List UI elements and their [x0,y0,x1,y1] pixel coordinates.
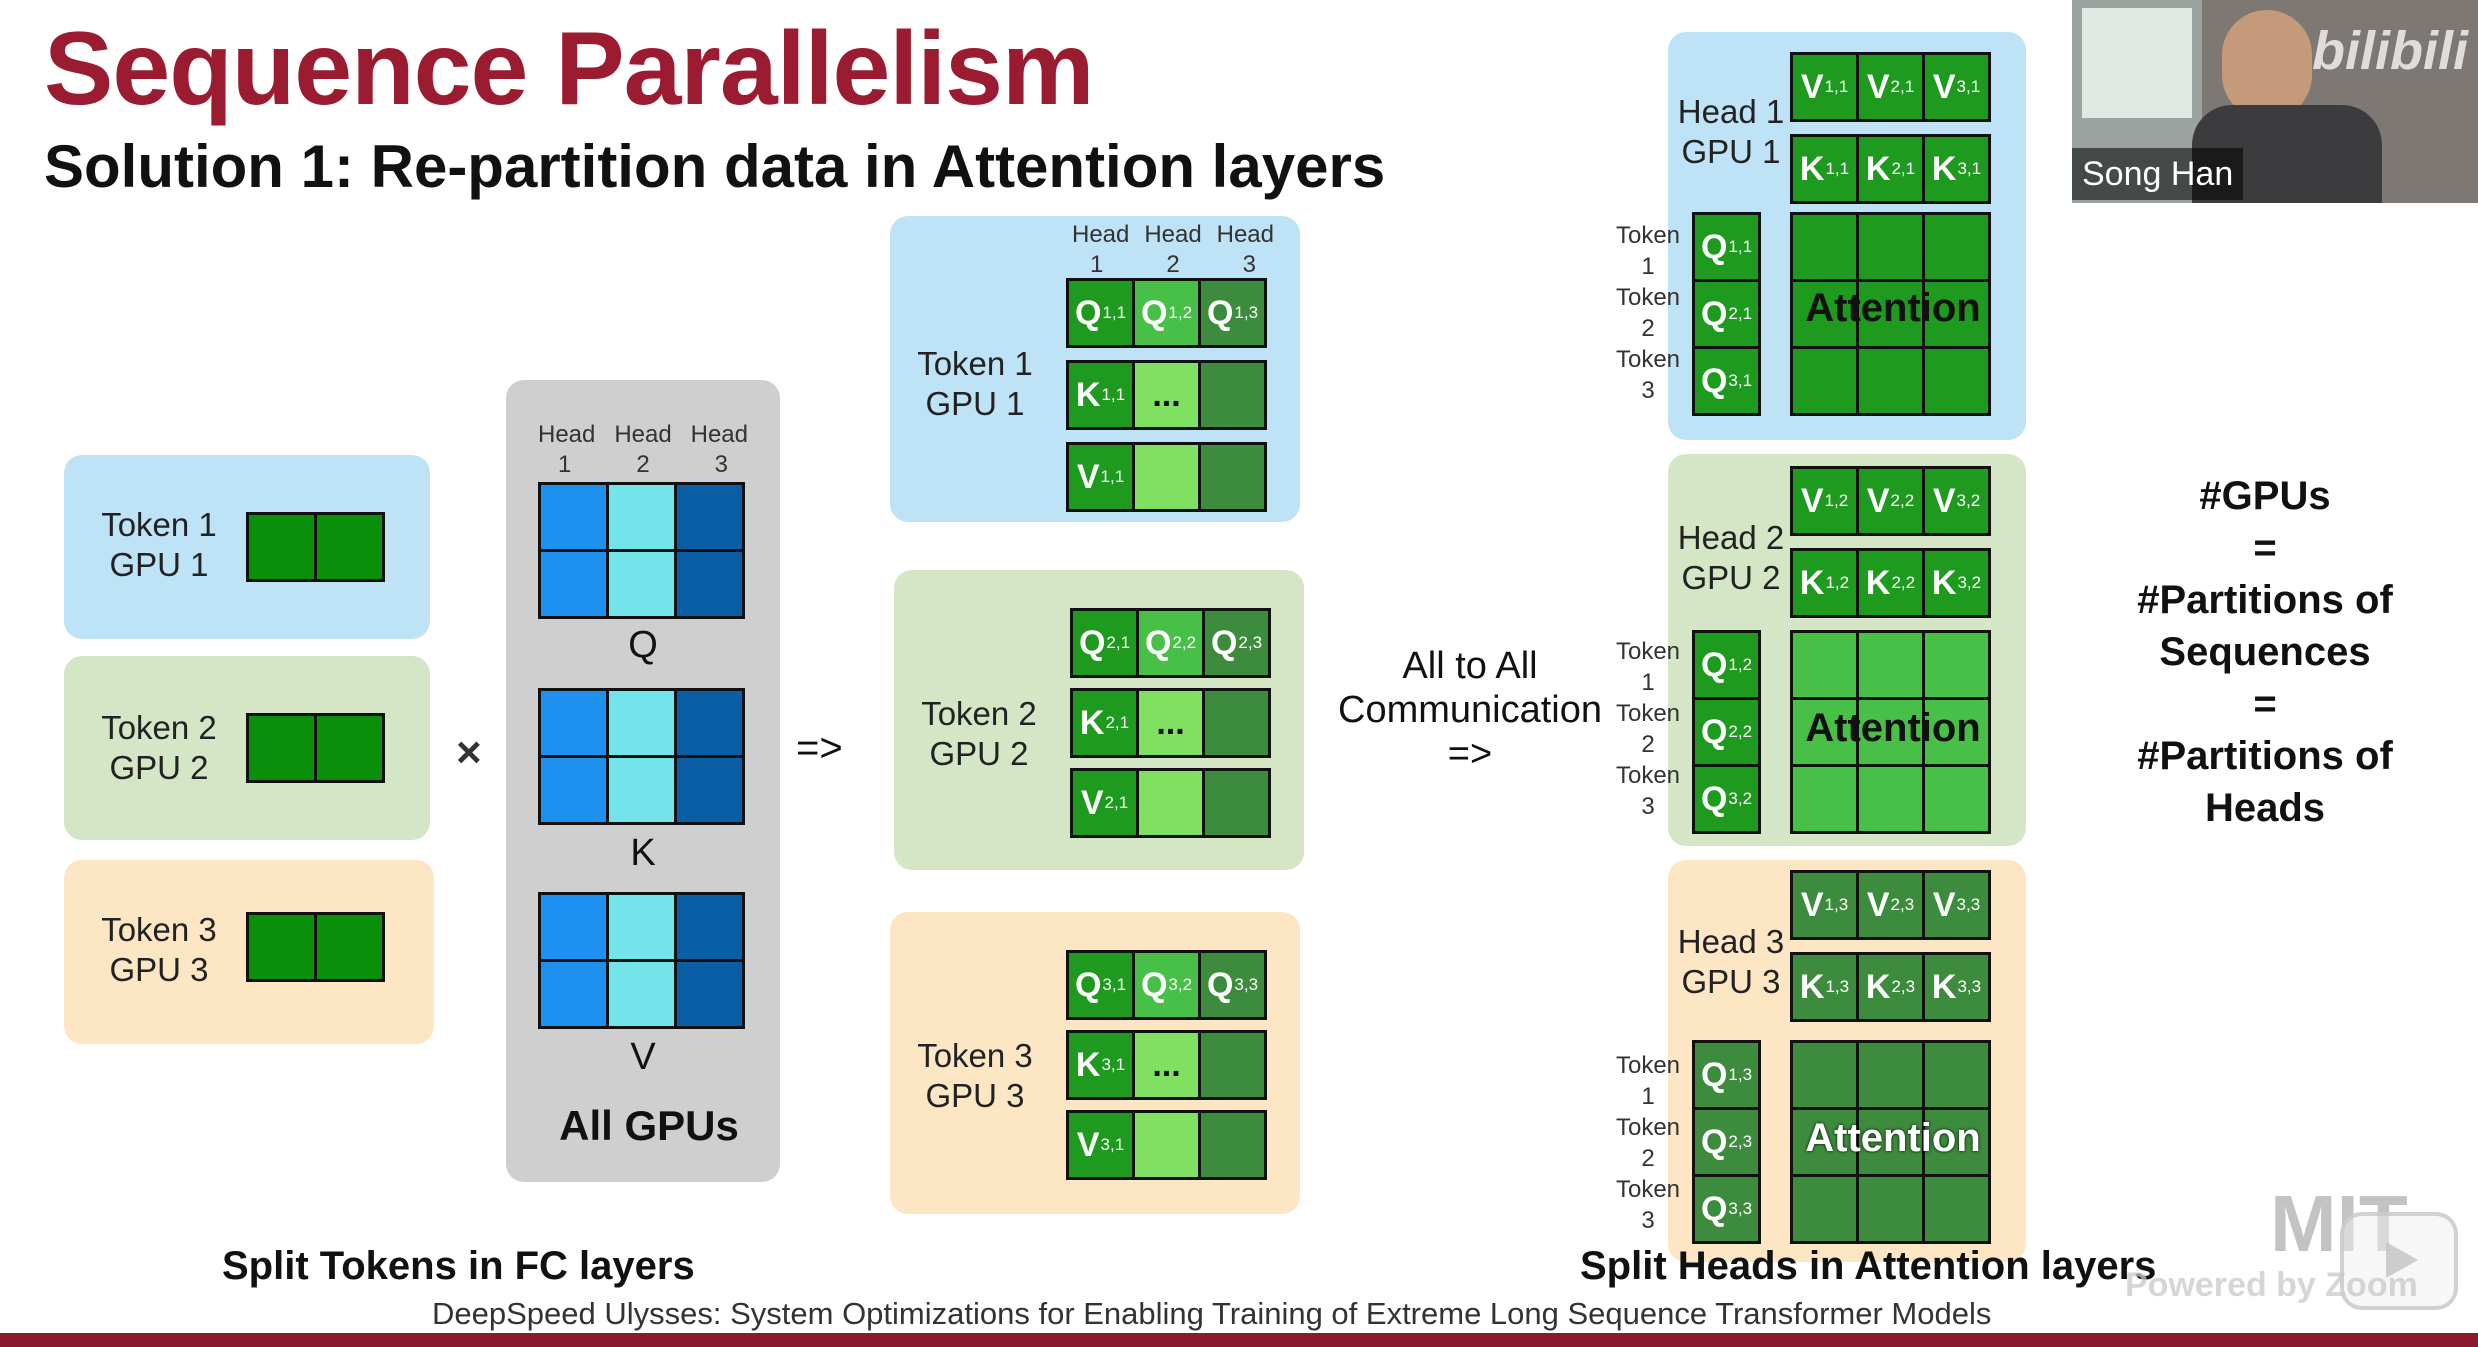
q-weight-matrix [538,482,745,619]
speaker-video: bilibili Song Han [2072,0,2478,203]
head-label: Head 1 [1677,93,1785,130]
head-num: 3 [1242,251,1256,278]
zoom-watermark: Powered by Zoom [2125,1266,2418,1304]
page-subtitle: Solution 1: Re-partition data in Attenti… [44,133,1386,200]
head-label: Head [538,421,596,448]
gpu-label: GPU 1 [109,546,209,583]
head-num: 2 [1166,251,1180,278]
all-gpus-label: All GPUs [559,1102,739,1149]
left-panel-token-1: Token 1 GPU 1 [64,455,430,639]
attention-matrix [1790,1040,1991,1244]
gpu-label: GPU 3 [925,1077,1025,1114]
attention-label: Attention [1805,706,1981,750]
attention-label: Attention [1805,1116,1981,1160]
gpu-label: GPU 2 [929,735,1029,772]
caption-split-heads: Split Heads in Attention layers [1580,1244,2157,1288]
k-label: K [630,832,656,874]
page-title: Sequence Parallelism [44,11,1094,127]
speaker-name: Song Han [2072,148,2244,200]
communication-label: All to All Communication => [1338,645,1602,775]
token-label: Token 3 [917,1037,1033,1074]
head-num: 2 [636,451,650,478]
left-panel-token-2: Token 2 GPU 2 [64,656,430,840]
head-label: Head [690,421,748,448]
head-num: 1 [558,451,572,478]
k-weight-matrix [538,688,745,825]
left-panel-token-3: Token 3 GPU 3 [64,860,434,1044]
equation: #GPUs = #Partitions of Sequences = #Part… [2137,474,2393,830]
ellipsis: ... [1156,703,1185,742]
gpu-label: GPU 2 [109,749,209,786]
attention-label: Attention [1805,286,1981,330]
multiply-sign: × [456,728,482,777]
attention-matrix [1790,212,1991,416]
head-label: Head [614,421,672,448]
token-label: Token 3 [101,911,217,948]
head-label: Head 3 [1677,923,1785,960]
v-weight-matrix [538,892,745,1029]
head-label: Head [1144,221,1202,248]
embedding-block [246,713,385,783]
play-icon[interactable] [2340,1212,2458,1310]
v-label: V [630,1036,656,1078]
footer-bar [0,1333,2478,1347]
gpu-label: GPU 1 [1681,133,1781,170]
reference: DeepSpeed Ulysses: System Optimizations … [432,1296,1992,1331]
arrow-to-middle: => [796,726,843,770]
embedding-block [246,512,385,582]
head-num: 3 [714,451,728,478]
token-label: Token 2 [101,709,217,746]
ellipsis: ... [1152,375,1181,414]
token-label: Token 1 [101,506,217,543]
token-label: Token 1 [917,345,1033,382]
gpu-label: GPU 3 [109,951,209,988]
weights-panel: Head Head Head 1 2 3 Q K V All GPUs [506,380,780,1182]
bilibili-logo: bilibili [2312,21,2468,81]
attention-matrix [1790,630,1991,834]
gpu-label: GPU 1 [925,385,1025,422]
caption-split-tokens: Split Tokens in FC layers [222,1244,695,1288]
ellipsis: ... [1152,1045,1181,1084]
head-num: 1 [1090,251,1104,278]
gpu-label: GPU 3 [1681,963,1781,1000]
embedding-block [246,912,385,982]
q-label: Q [628,624,658,666]
gpu-label: GPU 2 [1681,559,1781,596]
head-label: Head [1216,221,1274,248]
head-label: Head [1072,221,1130,248]
head-label: Head 2 [1677,519,1785,556]
token-label: Token 2 [921,695,1037,732]
